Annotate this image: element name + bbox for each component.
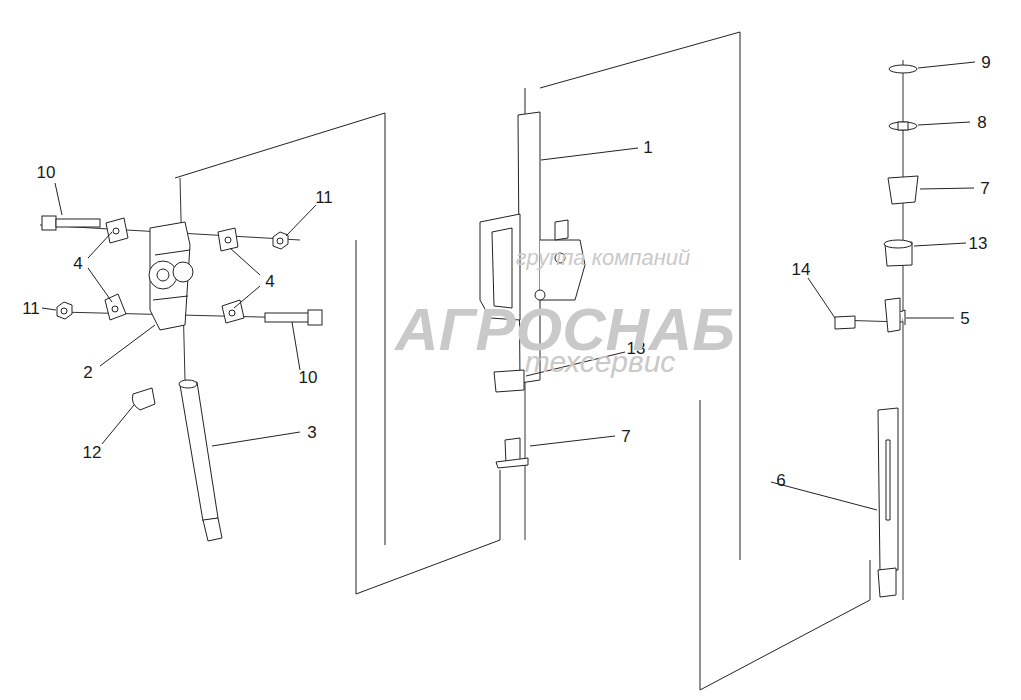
callout-number: 12 xyxy=(83,444,102,461)
key xyxy=(132,388,155,410)
callout-number: 10 xyxy=(37,164,56,181)
shaft-parts xyxy=(835,65,918,597)
callout-number: 8 xyxy=(977,114,986,131)
assembly-axes xyxy=(40,60,903,600)
callout-number: 4 xyxy=(73,255,82,272)
callout-number: 14 xyxy=(792,261,811,278)
callout-number: 3 xyxy=(307,424,316,441)
callout-number: 7 xyxy=(980,180,989,197)
watermark: группа компаний xyxy=(516,247,691,269)
callout-number: 13 xyxy=(969,235,988,252)
callout-number: 4 xyxy=(265,273,274,290)
callout-number: 7 xyxy=(621,428,630,445)
assembly-planes xyxy=(175,32,870,690)
callout-number: 2 xyxy=(83,364,92,381)
callout-number: 10 xyxy=(299,369,318,386)
steering-shaft xyxy=(179,380,222,541)
callout-number: 5 xyxy=(960,310,969,327)
bushing xyxy=(494,370,528,468)
universal-joint xyxy=(149,222,193,330)
callout-number: 11 xyxy=(22,300,40,317)
watermark: техсервис xyxy=(525,347,676,377)
callout-number: 6 xyxy=(776,472,785,489)
callout-number: 9 xyxy=(981,54,990,71)
callout-number: 11 xyxy=(315,189,333,206)
leader-lines xyxy=(42,62,975,510)
callout-number: 1 xyxy=(643,139,652,156)
